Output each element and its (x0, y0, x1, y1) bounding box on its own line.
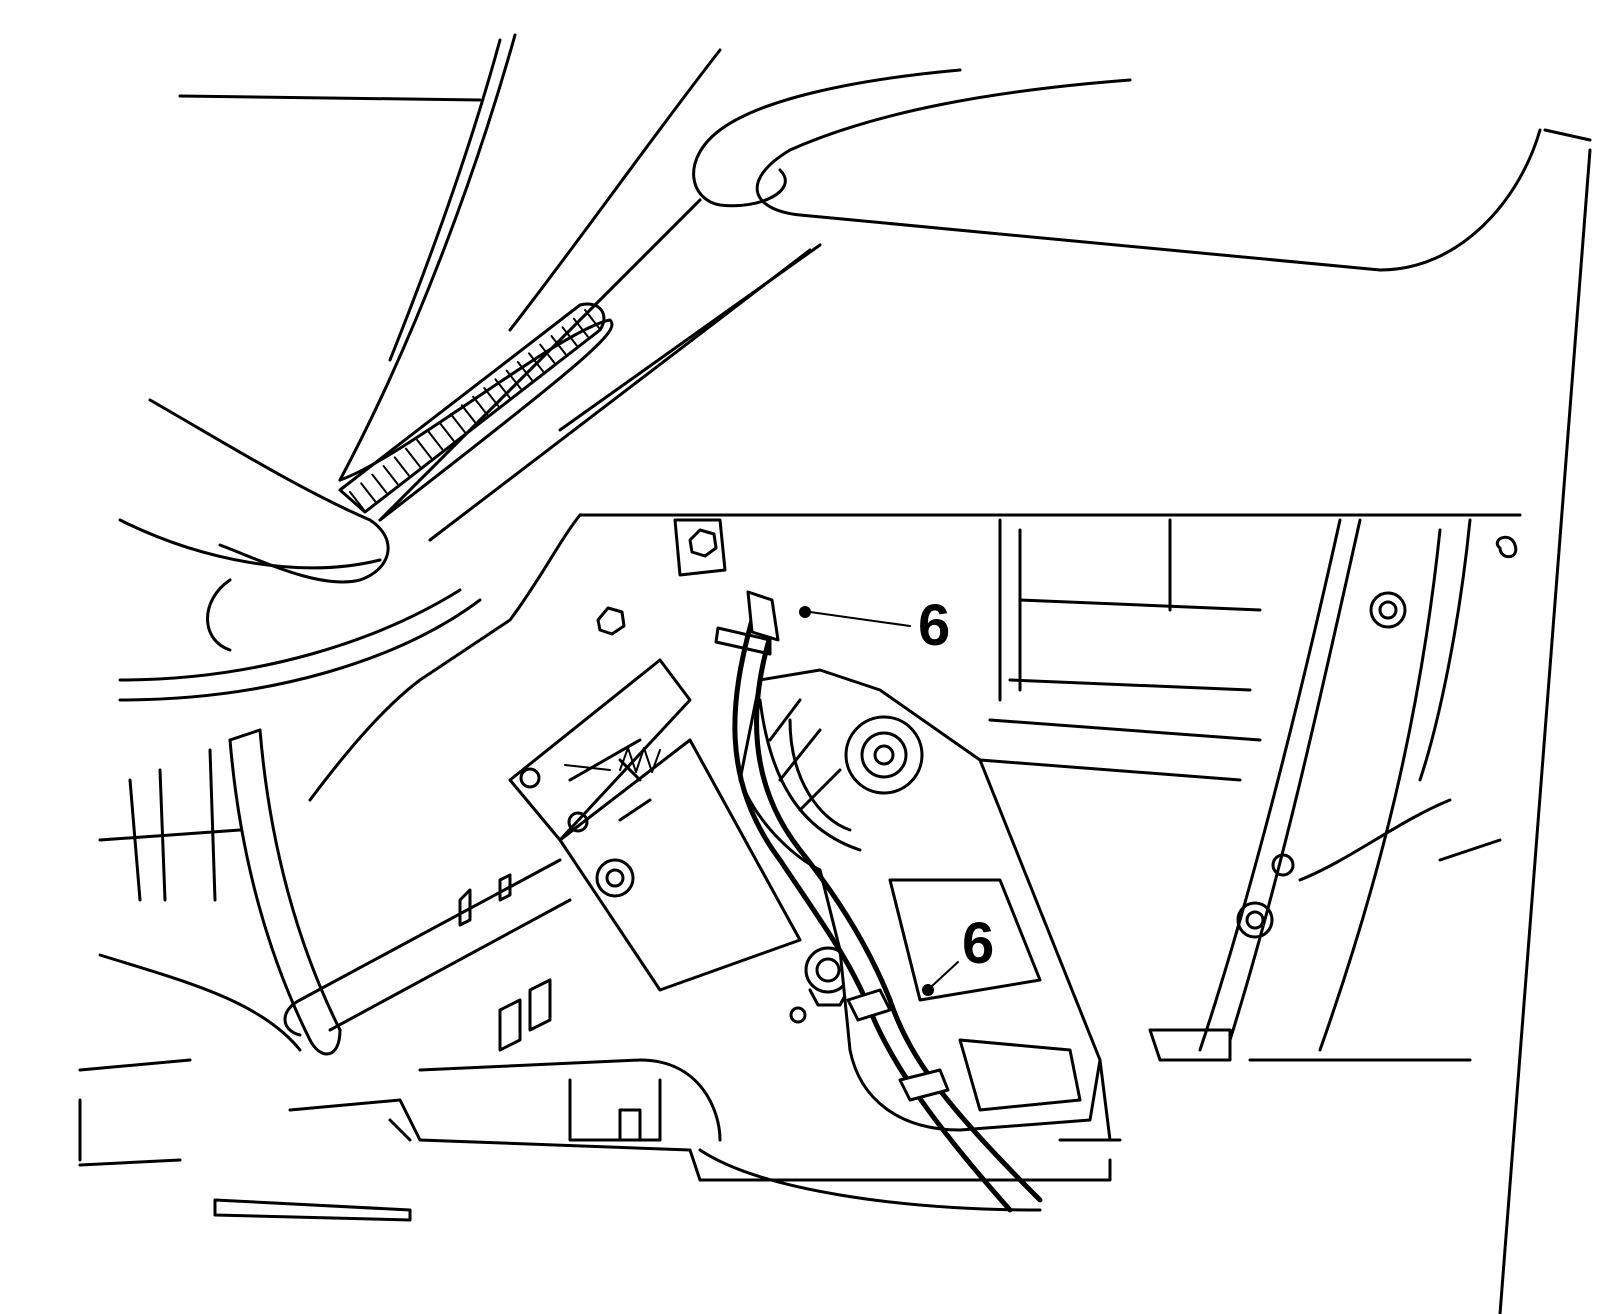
callout-6-upper: 6 (799, 593, 950, 658)
vent-grille (338, 302, 606, 514)
pedal-mounting-bracket (283, 658, 802, 1052)
return-spring (564, 747, 661, 773)
callout-6-lower: 6 (922, 911, 994, 996)
instrument-panel-lower (308, 513, 1522, 1062)
top-right-tick (1543, 128, 1592, 142)
hex-nut-left (596, 606, 626, 636)
steering-column-shroud (118, 198, 812, 702)
hex-nut-upper (673, 518, 727, 577)
upper-body-panel (178, 33, 1542, 482)
lower-housing (288, 1028, 1232, 1212)
wiring-harness (714, 590, 1043, 1213)
bolt-lower-right (1236, 853, 1295, 939)
callout-label-lower: 6 (962, 911, 994, 976)
bolt-upper-right (1369, 591, 1407, 629)
small-screw-lower (618, 1006, 807, 1142)
pedal-lever-arm (738, 668, 1102, 1132)
right-border-line (1498, 148, 1592, 1314)
keyhole-slot (1495, 535, 1518, 559)
center-bolt (804, 946, 852, 1007)
support-frame-arc (78, 728, 412, 1222)
callout-label-upper: 6 (918, 593, 950, 658)
